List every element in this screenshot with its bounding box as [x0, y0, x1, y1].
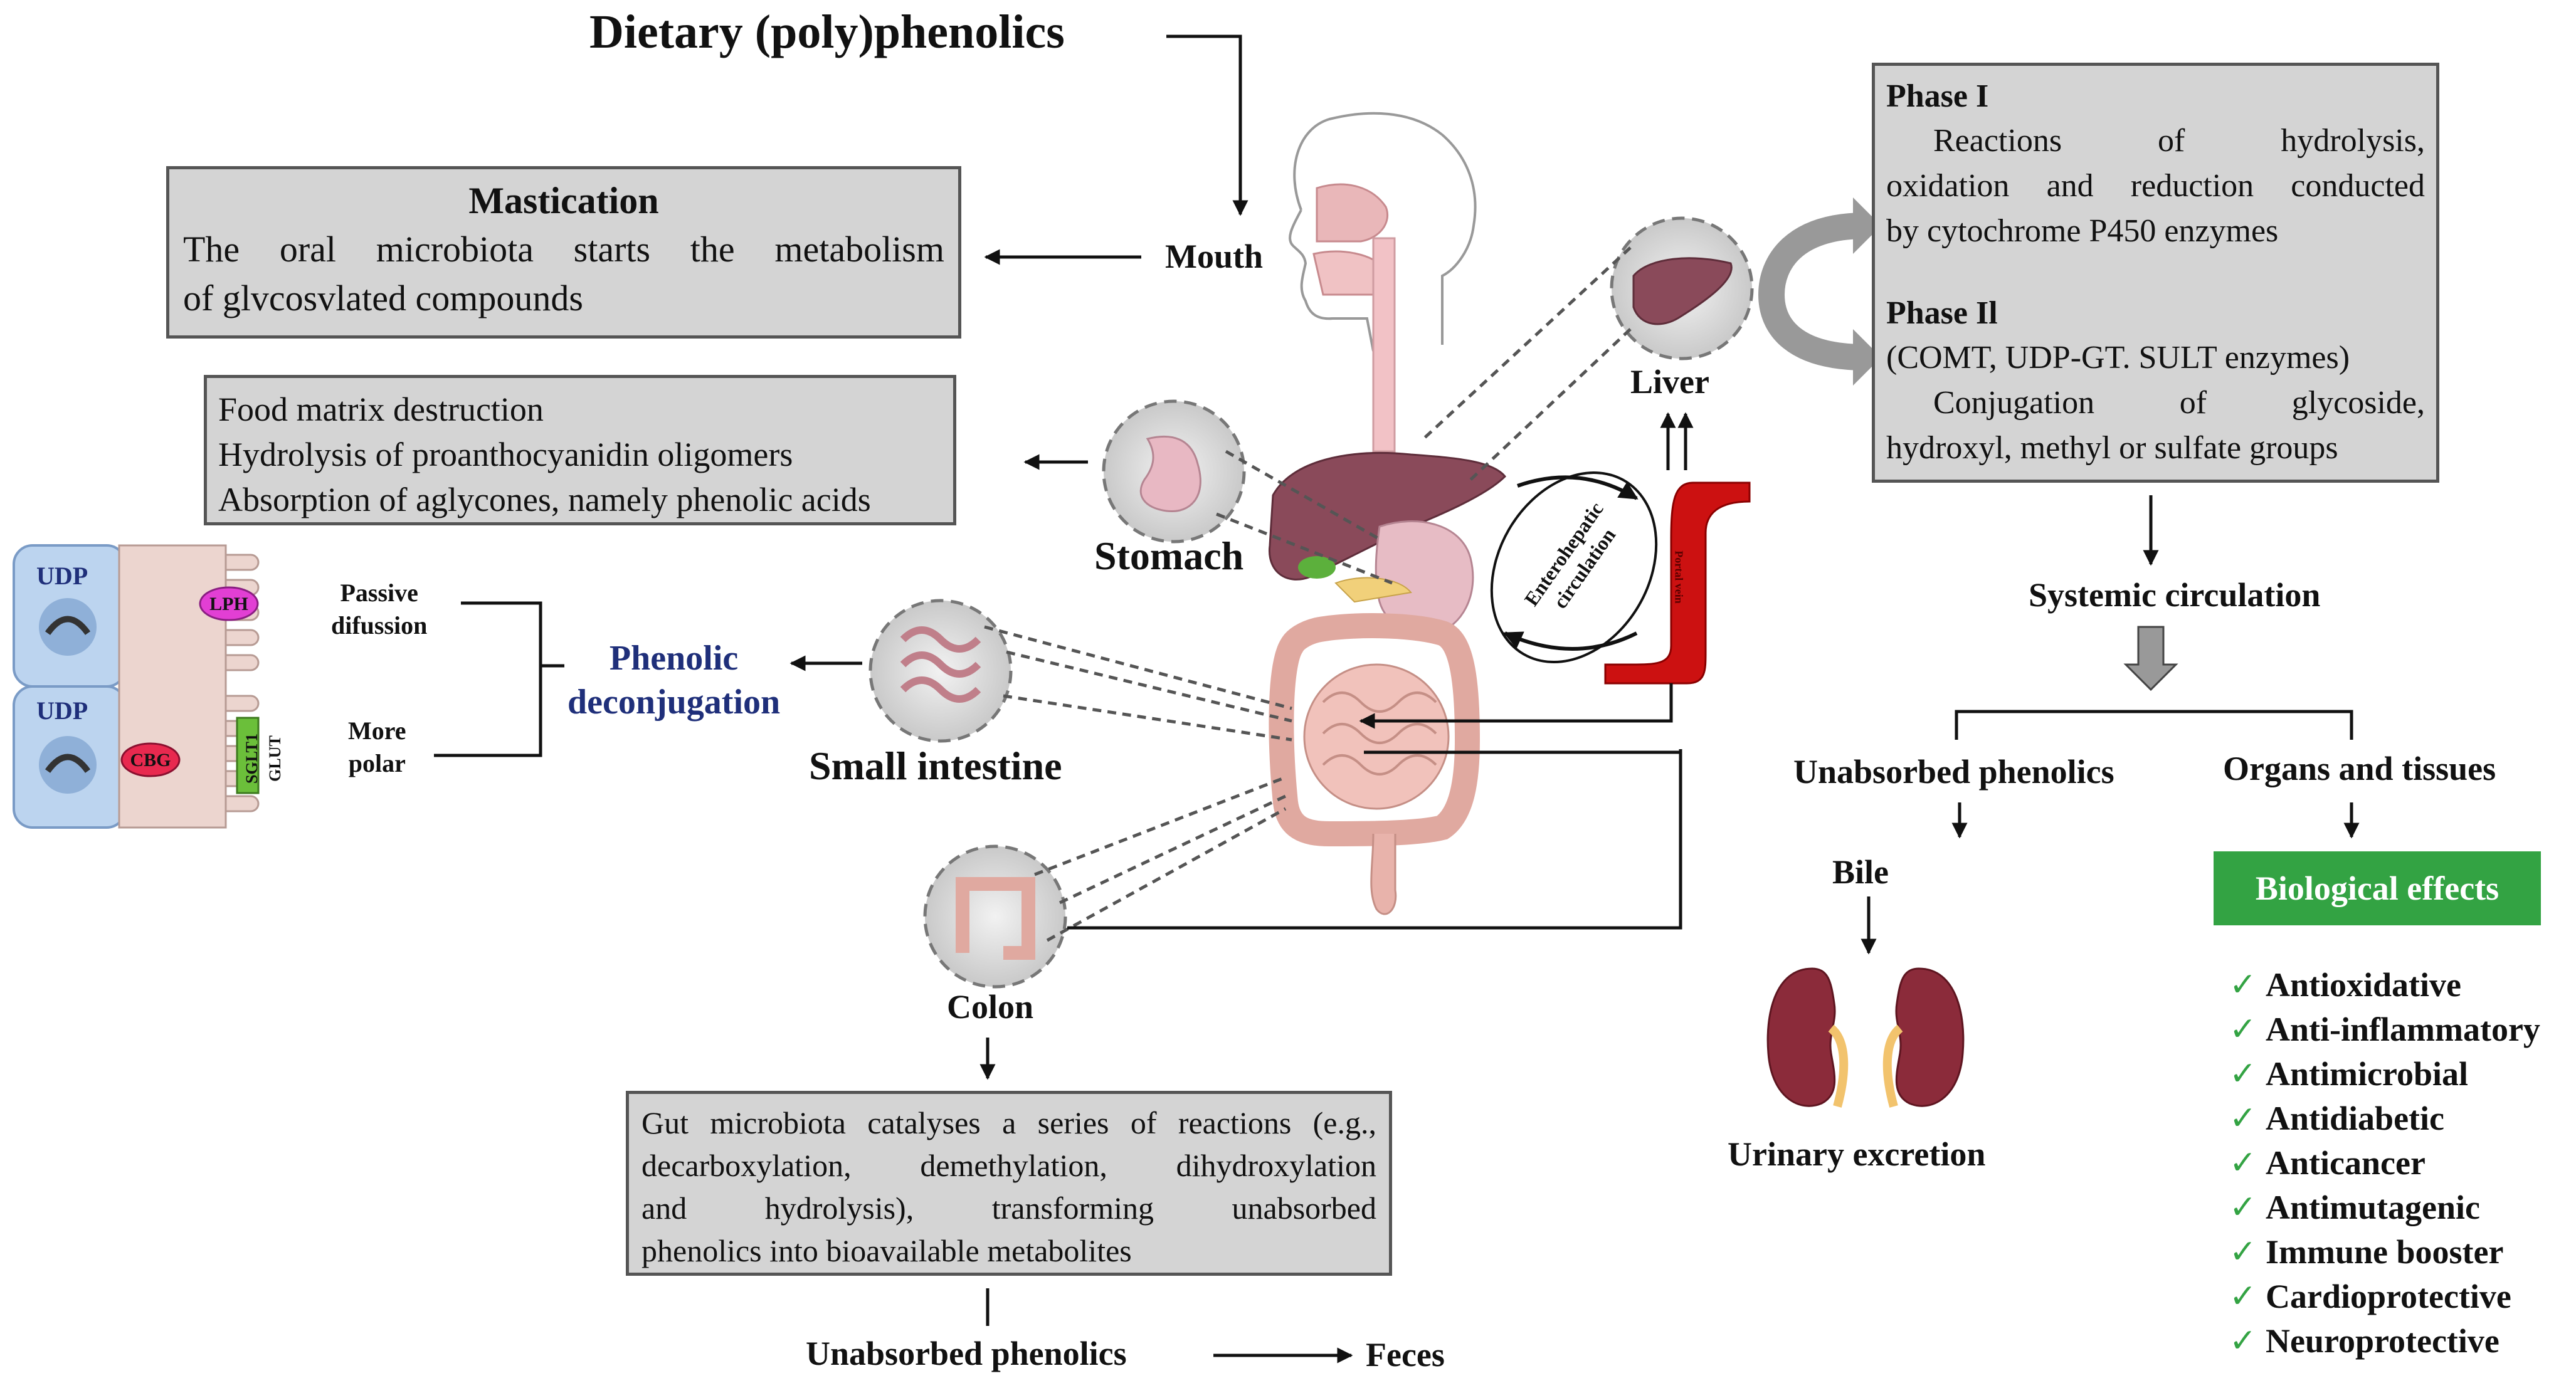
- udp-bottom-label: UDP: [36, 697, 88, 725]
- mouth-label: Mouth: [1165, 238, 1264, 275]
- organs-tissues-label: Organs and tissues: [2223, 750, 2496, 787]
- diagram-title: Dietary (poly)phenolics: [589, 6, 1065, 58]
- phase1-title: Phase I: [1886, 78, 1989, 114]
- cbg-label: CBG: [130, 750, 171, 770]
- polar-line2: polar: [348, 749, 406, 777]
- feces-label: Feces: [1366, 1336, 1445, 1374]
- effect-anti-inflammatory: Anti-inflammatory: [2266, 1010, 2540, 1048]
- phase-box: Phase I Reactions of hydrolysis, oxidati…: [1872, 63, 2439, 483]
- biological-effects-list: ✓Antioxidative ✓Anti-inflammatory ✓Antim…: [2229, 962, 2540, 1363]
- deconjugation-line2: deconjugation: [567, 683, 781, 722]
- biological-effects-header: Biological effects: [2214, 851, 2541, 925]
- check-icon: ✓: [2229, 1143, 2257, 1182]
- check-icon: ✓: [2229, 1188, 2257, 1226]
- passive-line1: Passive: [340, 579, 418, 607]
- title-to-mouth-arrow: [1166, 34, 1248, 216]
- check-icon: ✓: [2229, 1277, 2257, 1315]
- stomach-box: Food matrix destruction Hydrolysis of pr…: [204, 375, 956, 525]
- mastication-box: Mastication The oral microbiota starts t…: [166, 166, 961, 339]
- effect-antidiabetic: Antidiabetic: [2266, 1099, 2445, 1137]
- phase1-line2: oxidation and reduction conducted: [1886, 168, 2425, 204]
- liver-label: Liver: [1630, 363, 1709, 401]
- portal-vein-label: Portal vein: [1672, 550, 1686, 604]
- small-intestine-label: Small intestine: [809, 744, 1062, 788]
- phase1-line3: by cytochrome P450 enzymes: [1886, 213, 2279, 249]
- more-polar-label: More polar: [348, 715, 406, 780]
- effect-item: ✓Cardioprotective: [2229, 1274, 2540, 1318]
- mastication-line1: The oral microbiota starts the metabolis…: [183, 229, 944, 270]
- colon-box: Gut microbiota catalyses a series of rea…: [626, 1091, 1392, 1276]
- stomach-box-line2: Hydrolysis of proanthocyanidin oligomers: [218, 436, 793, 473]
- unabsorbed-right-label: Unabsorbed phenolics: [1793, 753, 2114, 791]
- colon-label: Colon: [947, 988, 1034, 1026]
- effect-item: ✓Neuroprotective: [2229, 1318, 2540, 1363]
- polar-line1: More: [348, 717, 406, 745]
- effect-antimutagenic: Antimutagenic: [2266, 1188, 2480, 1226]
- effect-antimicrobial: Antimicrobial: [2266, 1054, 2468, 1093]
- deconjugation-bracket: [434, 601, 542, 757]
- passive-diffusion-label: Passive difussion: [331, 577, 427, 642]
- effect-item: ✓Antioxidative: [2229, 962, 2540, 1007]
- lph-label: LPH: [209, 594, 248, 614]
- effect-item: ✓Antidiabetic: [2229, 1096, 2540, 1140]
- mastication-heading: Mastication: [468, 180, 659, 221]
- deconjugation-line1: Phenolic: [609, 639, 739, 678]
- check-icon: ✓: [2229, 1054, 2257, 1093]
- glut-label: GLUT: [265, 735, 284, 782]
- bile-label: Bile: [1832, 853, 1889, 891]
- colon-box-line3: and hydrolysis), transforming unabsorbed: [641, 1191, 1376, 1226]
- check-icon: ✓: [2229, 1233, 2257, 1271]
- effect-neuroprotective: Neuroprotective: [2266, 1322, 2499, 1360]
- effect-cardioprotective: Cardioprotective: [2266, 1277, 2511, 1315]
- phenolic-deconjugation-label: Phenolic deconjugation: [567, 636, 780, 724]
- systemic-circulation-label: Systemic circulation: [2029, 576, 2321, 614]
- colon-box-line1: Gut microbiota catalyses a series of rea…: [641, 1105, 1376, 1140]
- effect-item: ✓Antimutagenic: [2229, 1185, 2540, 1229]
- colon-box-line4: phenolics into bioavailable metabolites: [641, 1233, 1132, 1268]
- mastication-line2: of glvcosvlated compounds: [183, 278, 583, 318]
- effect-anticancer: Anticancer: [2266, 1143, 2426, 1182]
- effect-antioxidative: Antioxidative: [2266, 965, 2462, 1004]
- phase2-line2: Conjugation of glycoside,: [1933, 385, 2425, 421]
- check-icon: ✓: [2229, 1099, 2257, 1137]
- unabsorbed-bottom-label: Unabsorbed phenolics: [806, 1335, 1127, 1372]
- urinary-excretion-label: Urinary excretion: [1728, 1135, 1986, 1173]
- phase1-line1: Reactions of hydrolysis,: [1933, 123, 2425, 159]
- effect-item: ✓Anti-inflammatory: [2229, 1007, 2540, 1051]
- check-icon: ✓: [2229, 1010, 2257, 1048]
- passive-line2: difussion: [331, 611, 428, 639]
- phase2-line3: hydroxyl, methyl or sulfate groups: [1886, 430, 2338, 466]
- colon-box-line2: decarboxylation, demethylation, dihydrox…: [641, 1148, 1376, 1183]
- effect-item: ✓Immune booster: [2229, 1229, 2540, 1274]
- check-icon: ✓: [2229, 965, 2257, 1004]
- phase2-title: Phase Il: [1886, 295, 1998, 331]
- sglt-label: SGLT1: [242, 733, 261, 784]
- udp-top-label: UDP: [36, 562, 88, 590]
- stomach-label: Stomach: [1094, 534, 1244, 578]
- check-icon: ✓: [2229, 1322, 2257, 1360]
- stomach-box-line1: Food matrix destruction: [218, 391, 544, 428]
- effect-item: ✓Anticancer: [2229, 1140, 2540, 1185]
- effect-item: ✓Antimicrobial: [2229, 1051, 2540, 1096]
- stomach-box-line3: Absorption of aglycones, namely phenolic…: [218, 481, 871, 518]
- phase2-line1: (COMT, UDP-GT. SULT enzymes): [1886, 340, 2350, 376]
- effect-immune-booster: Immune booster: [2266, 1233, 2504, 1271]
